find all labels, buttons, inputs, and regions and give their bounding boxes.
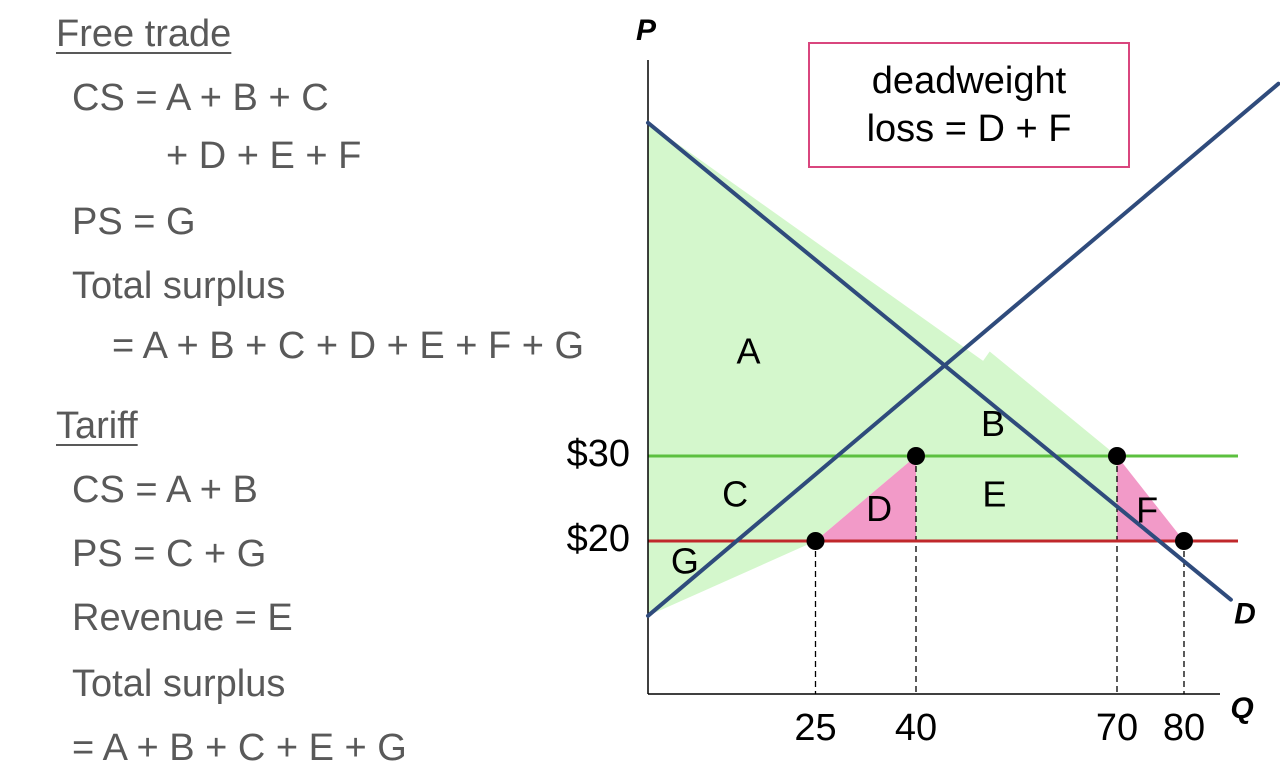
free-trade-heading: Free trade: [56, 13, 232, 55]
point-q70: [1108, 447, 1126, 465]
y-axis-label: P: [636, 14, 657, 47]
demand-curve: [646, 120, 1233, 602]
note-line1: deadweight: [871, 60, 1067, 102]
point-q40: [907, 447, 925, 465]
q-tick-70: 70: [1096, 707, 1138, 749]
tariff-cs: CS = A + B: [72, 469, 258, 511]
note-line2: loss = D + F: [866, 108, 1072, 150]
region-label-g: G: [671, 540, 699, 581]
surplus-summary: Free trade CS = A + B + C + D + E + F PS…: [56, 13, 585, 769]
tariff-ps: PS = C + G: [72, 533, 267, 575]
curves-layer: [646, 81, 1280, 618]
region-label-a: A: [736, 331, 760, 372]
price-label-20: $20: [567, 518, 630, 560]
demand-label: D: [1234, 598, 1256, 631]
free-trade-cs-line1: CS = A + B + C: [72, 77, 329, 119]
tariff-heading: Tariff: [56, 405, 138, 447]
deadweight-loss-note: deadweight loss = D + F: [808, 42, 1130, 168]
x-axis-label: Q: [1230, 692, 1253, 725]
point-q25: [806, 532, 825, 550]
region-d: [815, 456, 916, 541]
region-label-d: D: [866, 488, 892, 529]
price-lines-layer: [648, 454, 1238, 543]
price-label-30: $30: [567, 433, 630, 475]
region-b: [916, 351, 1117, 456]
free-trade-ts-label: Total surplus: [72, 265, 286, 307]
region-c: [648, 456, 916, 541]
free-trade-ts-value: = A + B + C + D + E + F + G: [112, 325, 585, 367]
region-label-e: E: [982, 473, 1006, 514]
region-label-f: F: [1136, 489, 1158, 530]
supply-curve: [646, 81, 1280, 618]
free-trade-cs-line2: + D + E + F: [166, 135, 362, 177]
tariff-ts-label: Total surplus: [72, 663, 286, 705]
free-trade-ps: PS = G: [72, 201, 196, 243]
region-label-b: B: [981, 403, 1005, 444]
guides-layer: [814, 456, 1185, 694]
q-tick-25: 25: [794, 707, 836, 749]
tariff-revenue: Revenue = E: [72, 597, 293, 639]
tariff-ts-value: = A + B + C + E + G: [72, 727, 407, 769]
q-tick-40: 40: [895, 707, 937, 749]
regions-layer: [648, 122, 1184, 616]
q-tick-80: 80: [1163, 707, 1205, 749]
region-g: [648, 541, 816, 616]
region-e: [916, 456, 1117, 541]
axes-layer: [647, 60, 1220, 695]
region-label-c: C: [722, 473, 748, 514]
point-q80: [1175, 532, 1193, 550]
points-layer: [806, 447, 1193, 550]
